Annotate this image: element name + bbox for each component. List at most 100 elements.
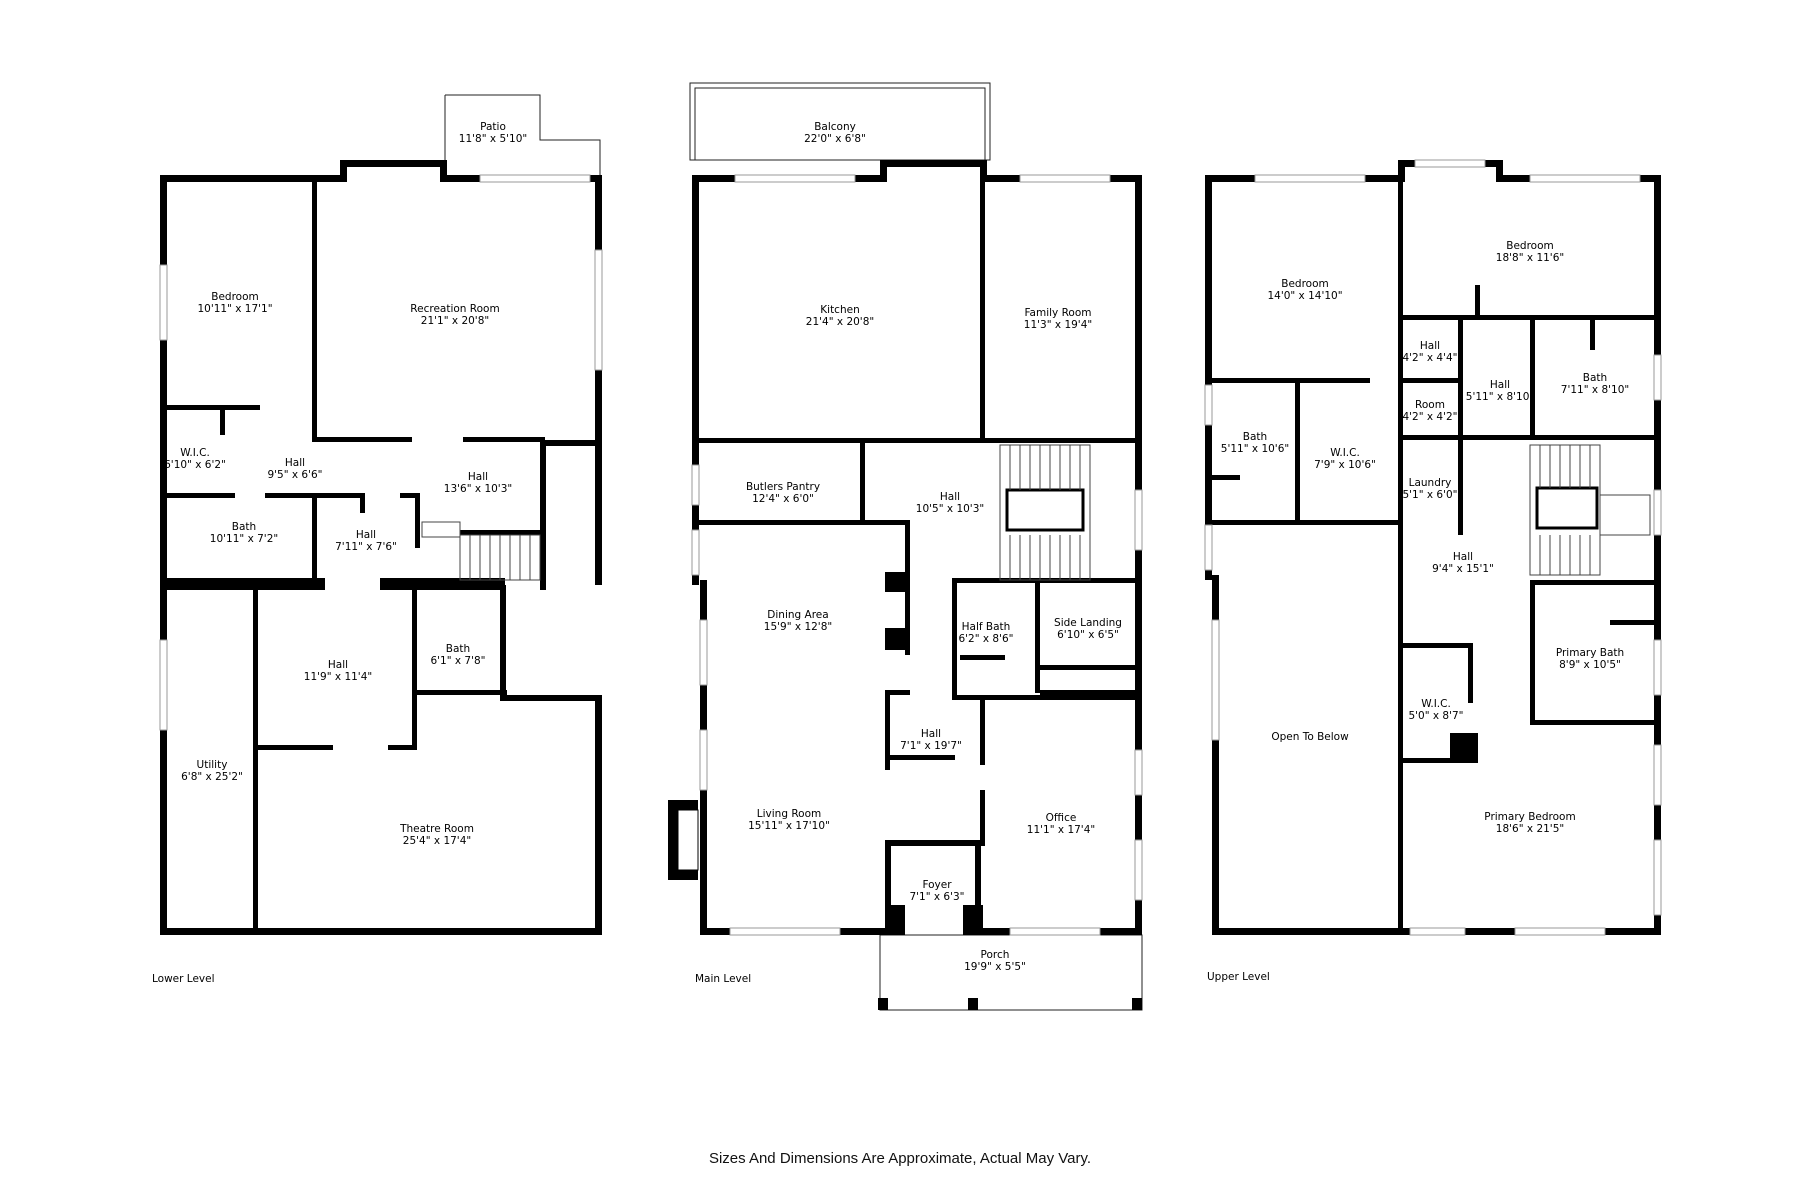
- room-label: Hall: [468, 471, 488, 483]
- room-label: Primary Bedroom: [1484, 811, 1575, 823]
- room-label: Hall: [1453, 551, 1473, 563]
- room-dim: 7'1" x 6'3": [909, 891, 964, 903]
- room-dim: 11'3" x 19'4": [1024, 319, 1092, 331]
- room-dim: 6'10" x 6'5": [1057, 629, 1119, 641]
- room-dim: 10'11" x 17'1": [197, 303, 272, 315]
- room-label: Bedroom: [1281, 278, 1329, 290]
- lower-room-labels: Patio 11'8" x 5'10" Bedroom 10'11" x 17'…: [152, 121, 527, 985]
- level-label: Lower Level: [152, 973, 215, 985]
- upper-outer-walls: [1205, 160, 1661, 935]
- room-label: Primary Bath: [1556, 647, 1624, 659]
- room-label: Recreation Room: [410, 303, 499, 315]
- room-dim: 15'9" x 12'8": [764, 621, 832, 633]
- room-dim: 19'9" x 5'5": [964, 961, 1026, 973]
- room-label: W.I.C.: [1421, 698, 1451, 710]
- room-label: Patio: [480, 121, 506, 133]
- room-dim: 4'2" x 4'4": [1402, 352, 1457, 364]
- room-dim: 10'5" x 10'3": [916, 503, 984, 515]
- room-label: Porch: [981, 949, 1010, 961]
- room-dim: 18'8" x 11'6": [1496, 252, 1564, 264]
- room-label: Hall: [285, 457, 305, 469]
- room-label: Hall: [1420, 340, 1440, 352]
- room-dim: 6'10" x 6'2": [164, 459, 226, 471]
- lower-stairs: [421, 521, 541, 581]
- room-dim: 7'11" x 8'10": [1561, 384, 1629, 396]
- room-label: Hall: [328, 659, 348, 671]
- room-label: Family Room: [1024, 307, 1091, 319]
- room-label: Hall: [921, 728, 941, 740]
- lower-windows: [159, 174, 603, 731]
- room-label: Kitchen: [820, 304, 859, 316]
- room-dim: 21'4" x 20'8": [806, 316, 874, 328]
- room-label: Bedroom: [1506, 240, 1554, 252]
- upper-level-plan: Bedroom 14'0" x 14'10" Bedroom 18'8" x 1…: [1204, 159, 1662, 983]
- disclaimer: Sizes And Dimensions Are Approximate, Ac…: [708, 1150, 1092, 1167]
- room-dim: 9'4" x 15'1": [1432, 563, 1494, 575]
- room-label: Side Landing: [1054, 617, 1122, 629]
- lower-level-plan: Patio 11'8" x 5'10" Bedroom 10'11" x 17'…: [152, 94, 603, 985]
- room-label: Foyer: [922, 879, 952, 891]
- room-dim: 5'0" x 8'7": [1408, 710, 1463, 722]
- room-dim: 13'6" x 10'3": [444, 483, 512, 495]
- room-label: Bath: [446, 643, 470, 655]
- level-label: Main Level: [695, 973, 751, 985]
- room-label: Hall: [1490, 379, 1510, 391]
- fireplace: [677, 809, 699, 871]
- room-dim: 8'9" x 10'5": [1559, 659, 1621, 671]
- room-dim: 22'0" x 6'8": [804, 133, 866, 145]
- room-dim: 5'11" x 10'6": [1221, 443, 1289, 455]
- upper-interior-walls: [1205, 182, 1661, 932]
- patio-outline: [445, 94, 601, 178]
- room-label: Balcony: [814, 121, 856, 133]
- room-dim: 7'11" x 7'6": [335, 541, 397, 553]
- main-interior-walls: [692, 175, 1140, 935]
- room-label: Utility: [197, 759, 228, 771]
- room-dim: 9'5" x 6'6": [267, 469, 322, 481]
- upper-stairs: [1529, 444, 1651, 576]
- room-dim: 12'4" x 6'0": [752, 493, 814, 505]
- room-label: W.I.C.: [1330, 447, 1360, 459]
- level-label: Upper Level: [1207, 971, 1270, 983]
- room-label: Open To Below: [1271, 731, 1349, 743]
- upper-room-labels: Bedroom 14'0" x 14'10" Bedroom 18'8" x 1…: [1207, 240, 1629, 983]
- main-room-labels: Balcony 22'0" x 6'8" Kitchen 21'4" x 20'…: [695, 121, 1122, 985]
- room-label: Living Room: [757, 808, 821, 820]
- room-dim: 11'9" x 11'4": [304, 671, 372, 683]
- room-label: Half Bath: [962, 621, 1011, 633]
- room-label: Theatre Room: [399, 823, 474, 835]
- room-dim: 10'11" x 7'2": [210, 533, 278, 545]
- main-level-plan: Balcony 22'0" x 6'8" Kitchen 21'4" x 20'…: [668, 82, 1143, 1011]
- room-label: Room: [1415, 399, 1445, 411]
- room-dim: 18'6" x 21'5": [1496, 823, 1564, 835]
- main-stairs: [999, 444, 1091, 581]
- room-label: Butlers Pantry: [746, 481, 820, 493]
- room-label: Hall: [940, 491, 960, 503]
- room-dim: 11'8" x 5'10": [459, 133, 527, 145]
- room-label: Bath: [1243, 431, 1267, 443]
- room-label: Dining Area: [767, 609, 828, 621]
- upper-windows: [1204, 159, 1662, 936]
- room-dim: 14'0" x 14'10": [1267, 290, 1342, 302]
- main-windows: [691, 174, 1143, 936]
- room-dim: 5'11" x 8'10": [1466, 391, 1534, 403]
- lower-outer-walls: [160, 160, 602, 935]
- room-label: Office: [1046, 812, 1077, 824]
- room-label: Laundry: [1409, 477, 1452, 489]
- room-dim: 6'1" x 7'8": [430, 655, 485, 667]
- room-label: Bedroom: [211, 291, 259, 303]
- lower-interior-walls: [160, 182, 545, 935]
- room-dim: 15'11" x 17'10": [748, 820, 830, 832]
- room-dim: 21'1" x 20'8": [421, 315, 489, 327]
- room-dim: 11'1" x 17'4": [1027, 824, 1095, 836]
- room-dim: 6'2" x 8'6": [958, 633, 1013, 645]
- room-label: Bath: [1583, 372, 1607, 384]
- room-dim: 6'8" x 25'2": [181, 771, 243, 783]
- room-label: W.I.C.: [180, 447, 210, 459]
- room-dim: 7'1" x 19'7": [900, 740, 962, 752]
- room-label: Bath: [232, 521, 256, 533]
- room-dim: 4'2" x 4'2": [1402, 411, 1457, 423]
- room-dim: 5'1" x 6'0": [1402, 489, 1457, 501]
- room-dim: 7'9" x 10'6": [1314, 459, 1376, 471]
- room-dim: 25'4" x 17'4": [403, 835, 471, 847]
